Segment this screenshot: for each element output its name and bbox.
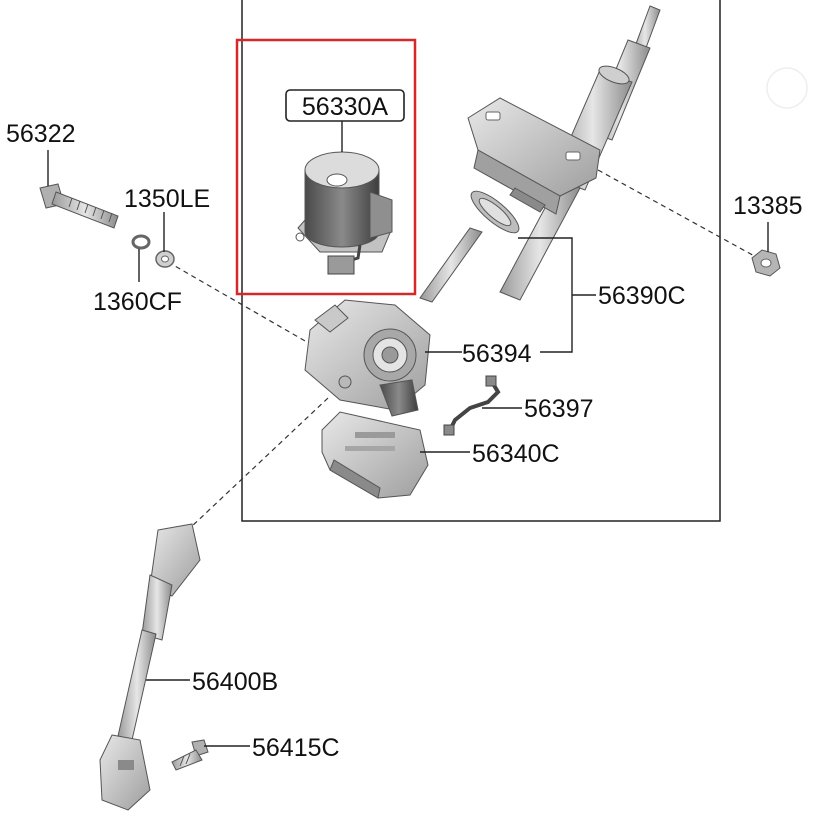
label-1350LE: 1350LE <box>124 185 210 213</box>
motor <box>295 151 393 275</box>
label-56397: 56397 <box>524 395 594 423</box>
dash-line-washer-to-housing <box>167 261 313 346</box>
washer-1360CF <box>131 234 151 250</box>
bolt-56322 <box>39 183 119 229</box>
sensor-wire <box>443 375 501 436</box>
label-56400B: 56400B <box>192 668 278 696</box>
dash-line-housing-to-shaft <box>189 397 329 529</box>
column-cover-ring <box>470 190 520 234</box>
motor-highlight <box>235 38 417 296</box>
washer-1350LE <box>155 250 175 268</box>
mounting-bracket <box>467 97 601 215</box>
label-56394: 56394 <box>462 340 532 368</box>
nut-13385 <box>751 249 781 277</box>
dash-line-bracket-to-nut <box>597 169 759 259</box>
intermediate-shaft <box>99 523 201 811</box>
gear-housing <box>304 299 431 417</box>
bolt-56415C <box>171 739 209 771</box>
label-56322: 56322 <box>6 120 76 148</box>
corner-circle-button[interactable] <box>766 67 808 109</box>
label-56330A: 56330A <box>302 93 389 121</box>
label-56340C: 56340C <box>472 440 560 468</box>
label-box-56330A <box>285 89 405 122</box>
control-unit <box>321 411 429 499</box>
leader-lines <box>47 120 769 747</box>
label-13385: 13385 <box>733 192 803 220</box>
assembly-frame <box>241 0 721 522</box>
label-56390C: 56390C <box>598 282 686 310</box>
label-56415C: 56415C <box>252 734 340 762</box>
label-1360CF: 1360CF <box>93 288 182 316</box>
